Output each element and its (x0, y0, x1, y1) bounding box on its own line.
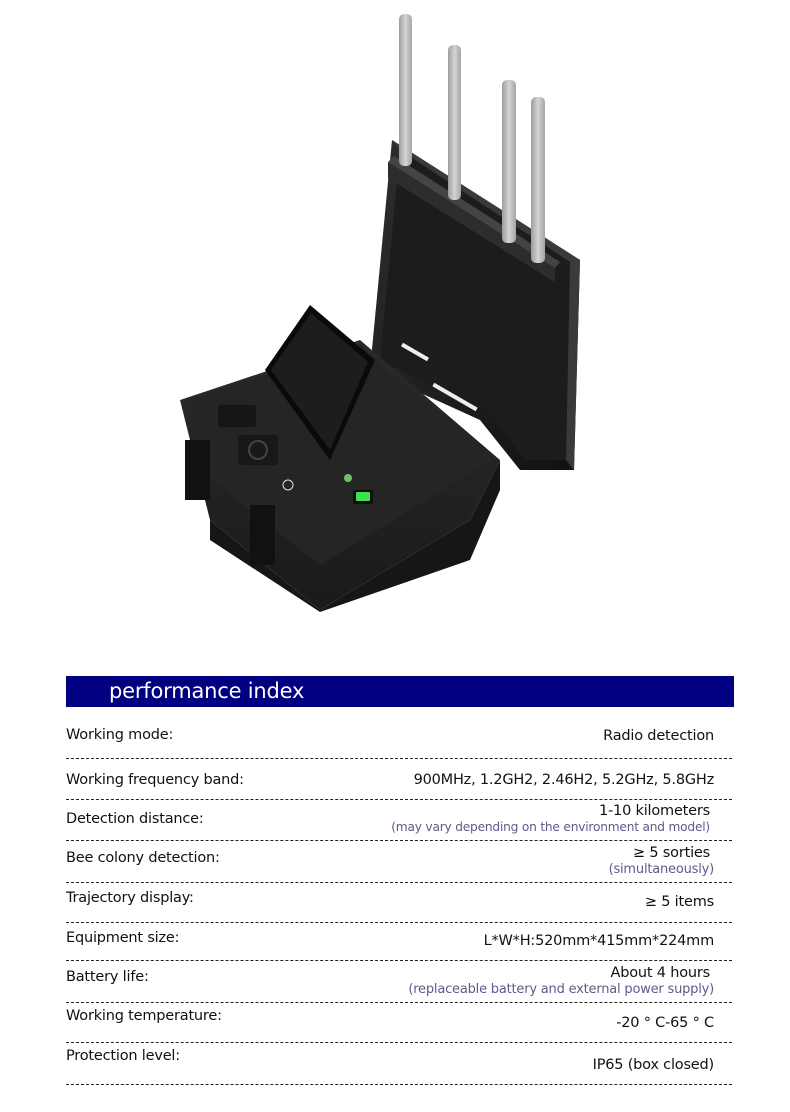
spec-value: ≥ 5 items (644, 894, 714, 910)
spec-label: Equipment size: (66, 930, 180, 946)
spec-row-bee-colony-detection: Bee colony detection: ≥ 5 sorties (simul… (66, 841, 732, 883)
spec-label: Working temperature: (66, 1008, 222, 1024)
spec-label: Working frequency band: (66, 772, 244, 788)
spec-note: (simultaneously) (608, 862, 715, 877)
spec-value: 900MHz, 1.2GH2, 2.46H2, 5.2GHz, 5.8GHz (413, 772, 715, 788)
case-base (180, 340, 500, 612)
spec-label: Protection level: (66, 1048, 180, 1064)
spec-note: (replaceable battery and external power … (408, 982, 714, 997)
spec-value: L*W*H:520mm*415mm*224mm (483, 933, 715, 949)
spec-row-battery-life: Battery life: About 4 hours (replaceable… (66, 961, 732, 1003)
spec-label: Detection distance: (66, 811, 204, 827)
case-lid (370, 140, 580, 470)
spec-row-working-mode: Working mode: Radio detection (66, 720, 732, 759)
spec-note: (may vary depending on the environment a… (391, 820, 710, 834)
spec-value: ≥ 5 sorties (633, 845, 710, 861)
spec-list: Working mode: Radio detection Working fr… (66, 720, 732, 1085)
section-header: performance index (66, 676, 734, 707)
spec-row-detection-distance: Detection distance: 1-10 kilometers (may… (66, 800, 732, 841)
spec-value: IP65 (box closed) (592, 1057, 715, 1073)
spec-row-equipment-size: Equipment size: L*W*H:520mm*415mm*224mm (66, 923, 732, 961)
spec-value: 1-10 kilometers (598, 803, 710, 819)
control-panel (218, 405, 373, 504)
performance-spec-section: performance index Working mode: Radio de… (66, 676, 734, 1085)
product-image (170, 0, 590, 630)
spec-value: -20 ° C-65 ° C (616, 1015, 714, 1031)
spec-label: Working mode: (66, 727, 174, 743)
spec-row-protection-level: Protection level: IP65 (box closed) (66, 1043, 732, 1085)
spec-row-frequency-band: Working frequency band: 900MHz, 1.2GH2, … (66, 759, 732, 800)
spec-row-trajectory-display: Trajectory display: ≥ 5 items (66, 883, 732, 923)
spec-label: Bee colony detection: (66, 850, 220, 866)
spec-value: About 4 hours (610, 965, 711, 981)
spec-label: Trajectory display: (66, 890, 194, 906)
tablet-display (265, 305, 375, 460)
spec-value: Radio detection (603, 728, 714, 744)
spec-row-working-temperature: Working temperature: -20 ° C-65 ° C (66, 1003, 732, 1043)
spec-label: Battery life: (66, 969, 149, 985)
antennas (399, 14, 545, 263)
antenna-bar (388, 156, 560, 282)
